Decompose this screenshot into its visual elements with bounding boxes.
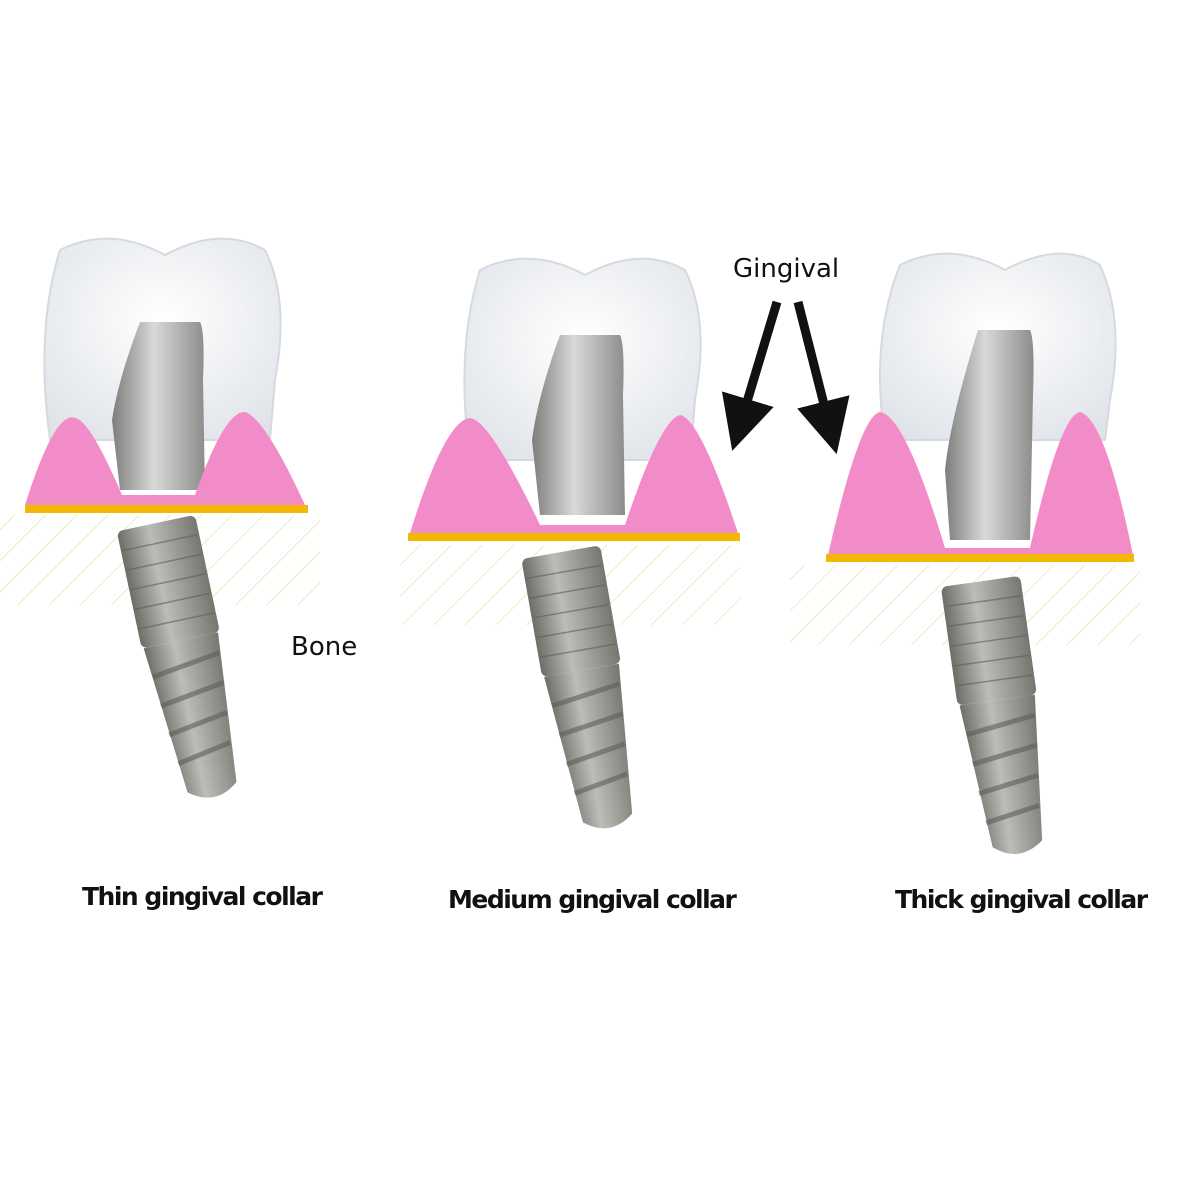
bone-label: Bone <box>291 632 358 662</box>
panel-medium <box>400 257 740 829</box>
arrow-right-icon <box>793 300 850 455</box>
gingiva <box>25 411 305 505</box>
implant-fixture <box>522 546 633 829</box>
caption-medium: Medium gingival collar <box>448 885 737 914</box>
panel-thick <box>790 252 1140 854</box>
implant-fixture <box>941 576 1043 854</box>
panel-thin <box>0 237 320 798</box>
abutment <box>112 322 205 490</box>
bone-crest-line <box>408 533 740 541</box>
gingiva <box>410 415 738 533</box>
abutment <box>532 335 625 515</box>
abutment <box>945 330 1034 540</box>
caption-thick: Thick gingival collar <box>895 885 1148 914</box>
gingival-label: Gingival <box>733 254 840 284</box>
implant-fixture <box>117 515 237 798</box>
gingival-arrows <box>721 300 850 455</box>
caption-thin: Thin gingival collar <box>82 882 323 911</box>
gingiva <box>828 412 1133 555</box>
arrow-left-icon <box>721 300 782 451</box>
bone-crest-line <box>25 505 308 513</box>
bone-crest-line <box>826 554 1134 562</box>
